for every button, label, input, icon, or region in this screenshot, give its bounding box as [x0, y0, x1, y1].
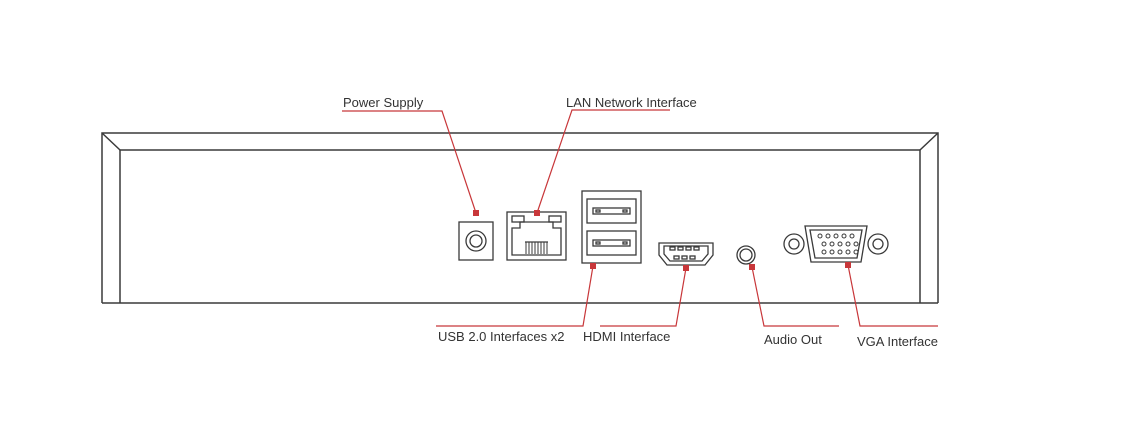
chassis-bevel-right	[919, 132, 939, 151]
audio-jack-icon	[736, 245, 756, 265]
leader-markers	[473, 210, 851, 271]
lan-port-icon	[506, 211, 567, 261]
leader-usb	[436, 265, 594, 327]
leader-lines	[342, 109, 938, 327]
label-audio-out: Audio Out	[764, 332, 822, 347]
vga-port-icon	[783, 225, 889, 263]
power-port-icon	[458, 221, 494, 261]
chassis-outer	[101, 132, 939, 303]
chassis-bevel-left	[101, 132, 121, 151]
label-hdmi-interface: HDMI Interface	[583, 329, 670, 344]
leader-audio	[751, 266, 839, 327]
label-vga-interface: VGA Interface	[857, 334, 938, 349]
leader-vga	[847, 264, 938, 327]
hdmi-port-icon	[658, 242, 714, 266]
leader-power	[342, 110, 477, 214]
device-chassis	[101, 132, 939, 304]
label-usb-interfaces: USB 2.0 Interfaces x2	[438, 329, 564, 344]
label-lan-network-interface: LAN Network Interface	[566, 95, 697, 110]
usb-ports-icon	[581, 190, 642, 264]
leader-lan	[536, 109, 670, 214]
leader-hdmi	[600, 267, 687, 327]
chassis-inner	[119, 149, 921, 303]
label-power-supply: Power Supply	[343, 95, 424, 110]
